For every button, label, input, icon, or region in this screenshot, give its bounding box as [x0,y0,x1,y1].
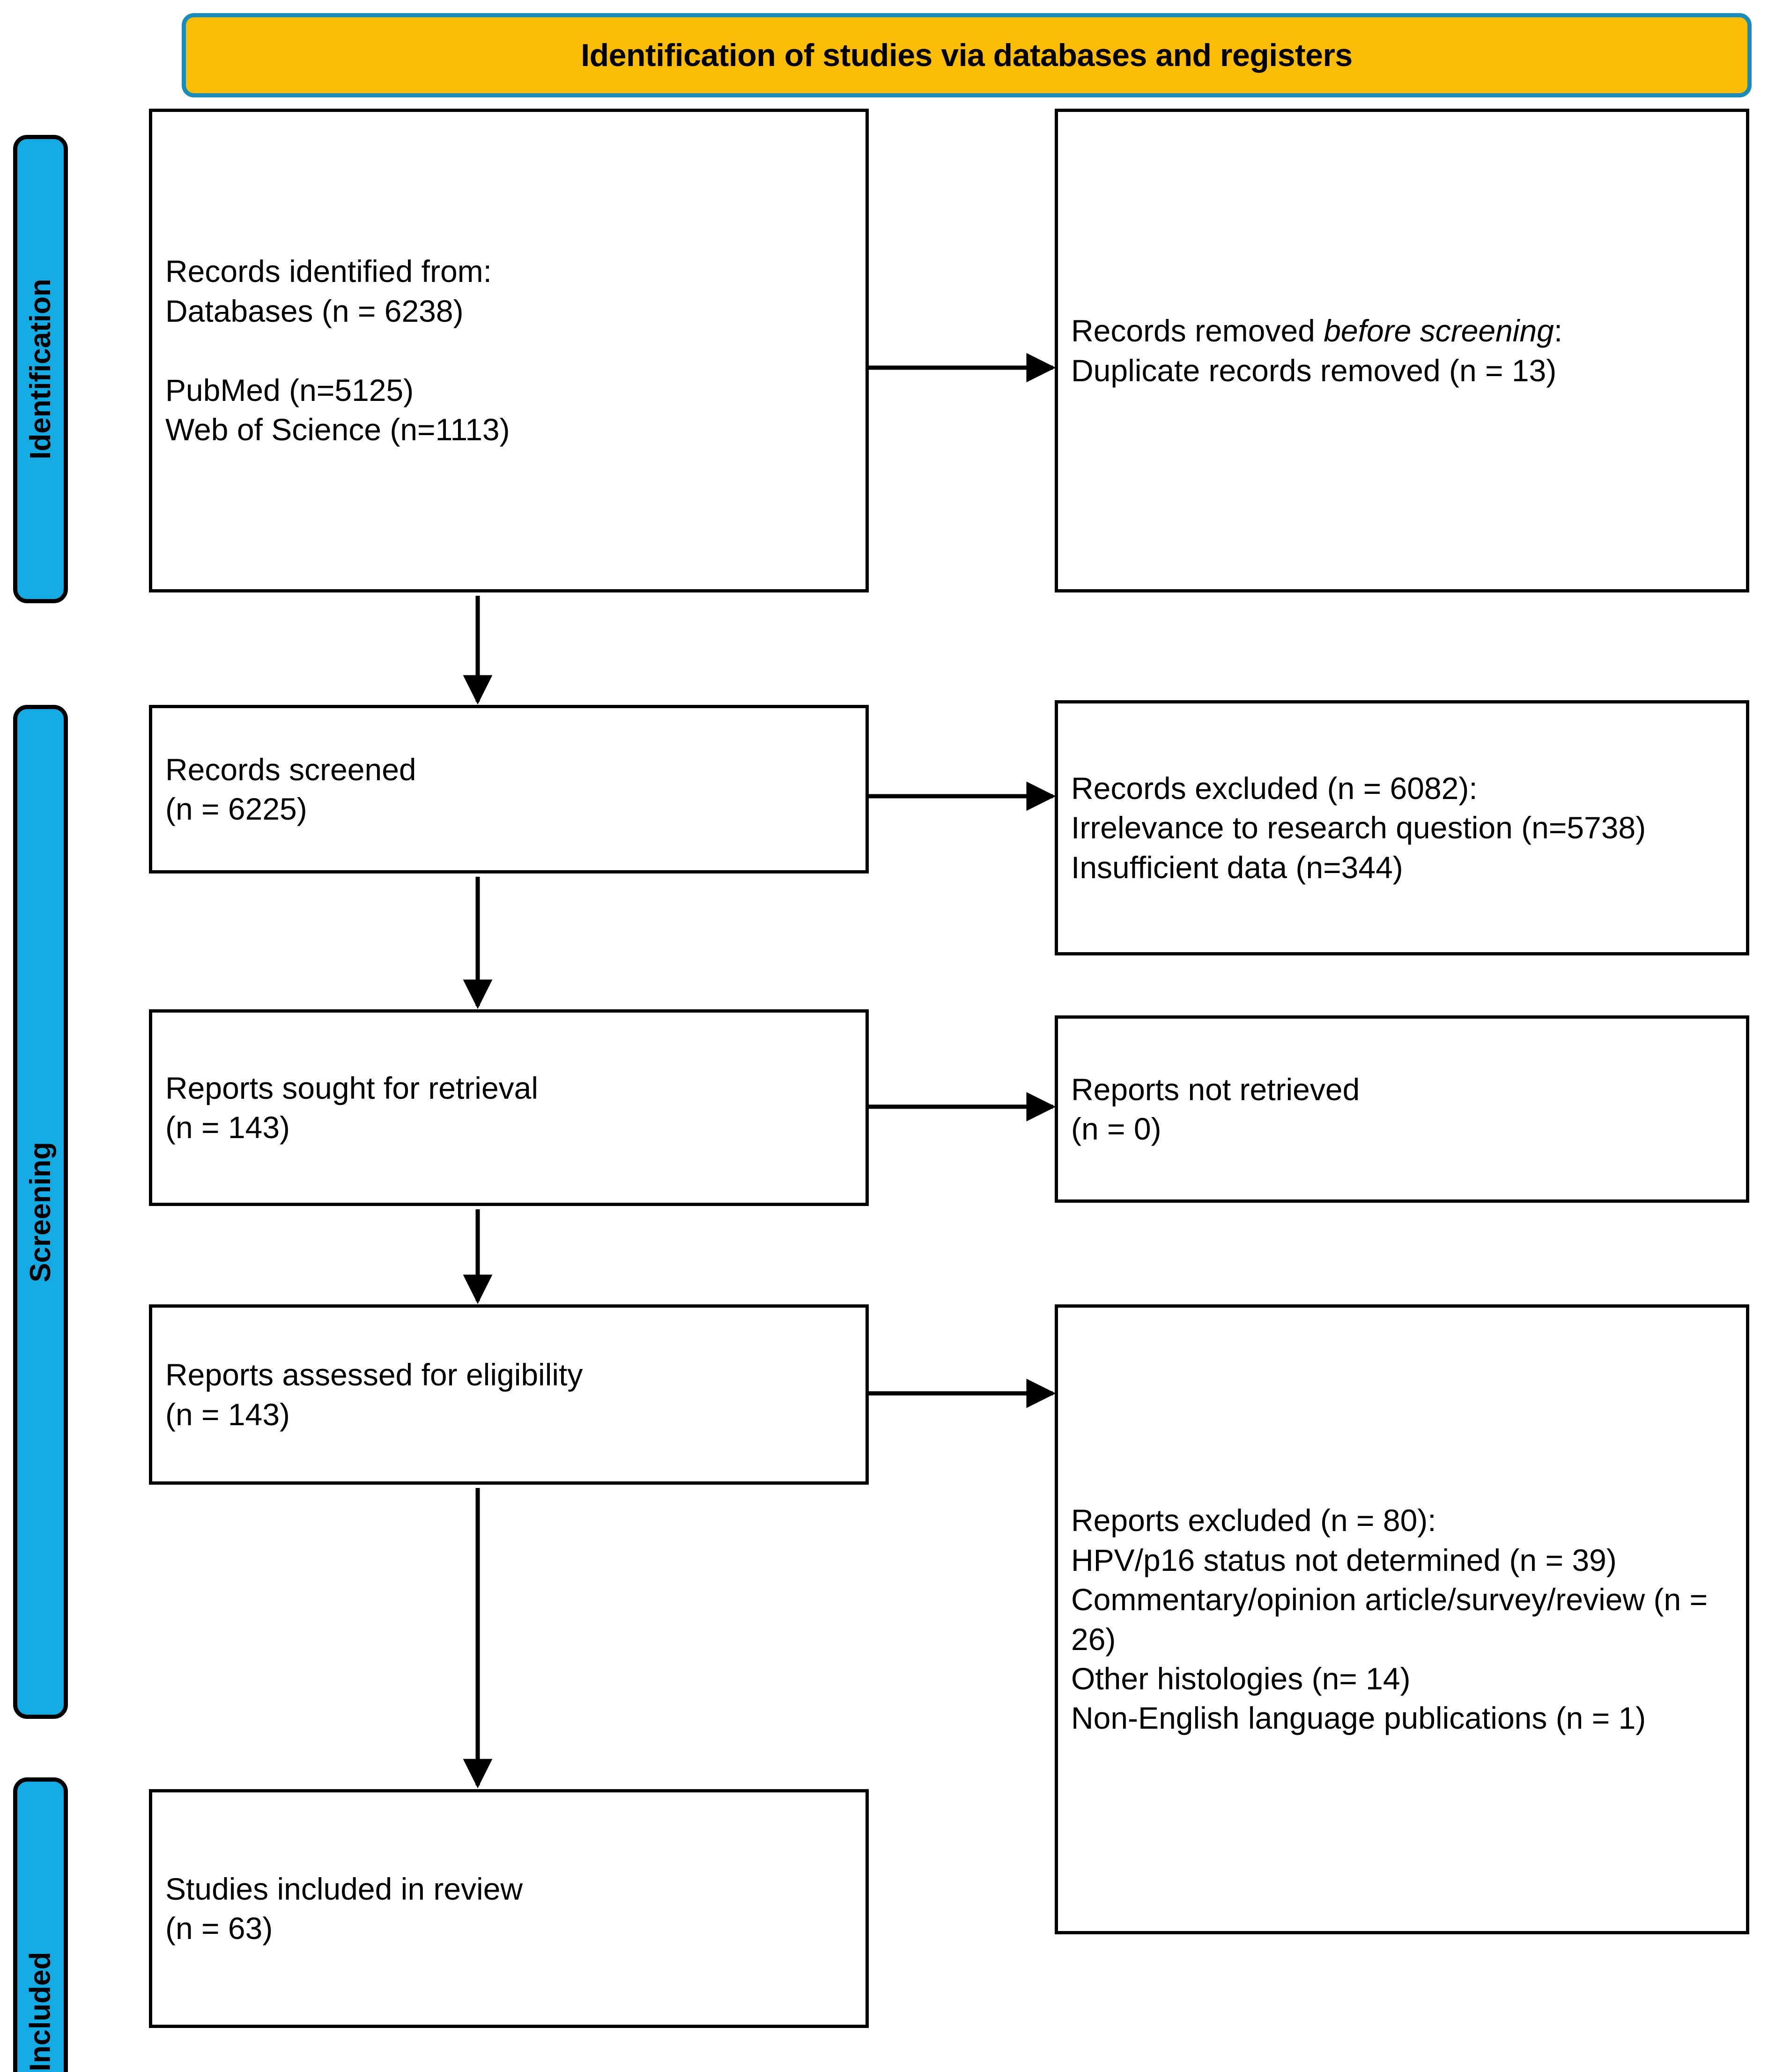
box-records-removed-before-screening: Records removed before screening: Duplic… [1055,109,1749,592]
studies-included-count: (n = 63) [165,1911,273,1946]
reports-excluded-reason-histologies: Other histologies (n= 14) [1071,1661,1411,1696]
box-records-excluded: Records excluded (n = 6082): Irrelevance… [1055,700,1749,955]
box-reports-sought-for-retrieval: Reports sought for retrieval (n = 143) [149,1009,869,1206]
studies-included-label: Studies included in review [165,1871,523,1906]
box-records-identified: Records identified from: Databases (n = … [149,109,869,592]
reports-assessed-label: Reports assessed for eligibility [165,1357,583,1392]
stage-tab-included: Included [13,1777,68,2072]
records-identified-pubmed: PubMed (n=5125) [165,372,414,407]
reports-sought-count: (n = 143) [165,1110,290,1145]
records-screened-count: (n = 6225) [165,792,307,826]
records-excluded-heading: Records excluded (n = 6082): [1071,770,1478,806]
box-studies-included-in-review: Studies included in review (n = 63) [149,1789,869,2028]
reports-excluded-heading: Reports excluded (n = 80): [1071,1503,1436,1538]
records-removed-heading: Records removed before screening: [1058,311,1746,350]
reports-assessed-count: (n = 143) [165,1397,290,1432]
records-removed-colon: : [1553,313,1563,348]
reports-not-retrieved-count: (n = 0) [1071,1111,1161,1146]
records-identified-wos: Web of Science (n=1113) [165,412,510,447]
diagram-header-title: Identification of studies via databases … [581,37,1353,73]
reports-excluded-reason-nonenglish: Non-English language publications (n = 1… [1071,1701,1646,1736]
stage-tab-screening: Screening [13,705,68,1719]
reports-not-retrieved-label: Reports not retrieved [1071,1072,1360,1107]
reports-excluded-reason-commentary: Commentary/opinion article/survey/review… [1071,1582,1716,1657]
records-identified-databases: Databases (n = 6238) [165,293,464,328]
box-records-screened: Records screened (n = 6225) [149,705,869,873]
stage-tab-identification: Identification [13,135,68,603]
records-identified-line1: Records identified from: [165,254,492,289]
reports-sought-label: Reports sought for retrieval [165,1070,539,1105]
records-screened-label: Records screened [165,752,416,787]
box-reports-assessed-for-eligibility: Reports assessed for eligibility (n = 14… [149,1304,869,1485]
records-removed-emphasis: before screening [1324,313,1554,348]
records-excluded-reason-irrelevance: Irrelevance to research question (n=5738… [1071,810,1646,845]
diagram-header-banner: Identification of studies via databases … [182,13,1752,97]
records-removed-lead: Records removed [1071,313,1324,348]
box-reports-not-retrieved: Reports not retrieved (n = 0) [1055,1015,1749,1203]
duplicate-records-removed: Duplicate records removed (n = 13) [1071,353,1557,388]
records-excluded-reason-insufficient: Insufficient data (n=344) [1071,850,1403,885]
box-reports-excluded: Reports excluded (n = 80): HPV/p16 statu… [1055,1304,1749,1934]
reports-excluded-reason-hpv: HPV/p16 status not determined (n = 39) [1071,1542,1617,1577]
